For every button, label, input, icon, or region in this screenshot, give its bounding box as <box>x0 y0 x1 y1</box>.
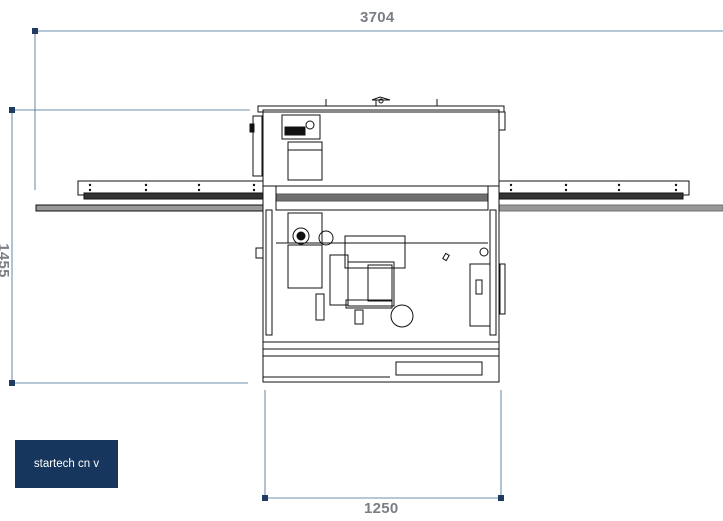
model-badge[interactable]: startech cn v <box>15 440 118 488</box>
dimension-marker <box>9 107 15 113</box>
height-dimension: 1455 <box>0 243 12 278</box>
dimension-lines <box>11 30 723 499</box>
dimension-marker <box>498 495 504 501</box>
right-guard <box>469 263 491 327</box>
machine-outline <box>249 96 506 187</box>
overall-width-dimension: 3704 <box>360 9 395 26</box>
pressure-roller <box>390 304 414 328</box>
left-wing <box>35 180 264 212</box>
lifting-eye <box>371 96 391 101</box>
model-badge-label: startech cn v <box>33 458 100 470</box>
upper-housing <box>262 109 500 187</box>
central-unit <box>344 235 406 269</box>
base-cabinet <box>262 355 500 383</box>
dimension-marker <box>262 495 268 501</box>
control-panel <box>281 114 321 140</box>
body-width-dimension: 1250 <box>364 500 399 517</box>
upper-housing-lid <box>257 105 505 113</box>
right-chain-rail <box>498 204 723 212</box>
motor-circle <box>292 227 310 245</box>
control-box <box>287 141 323 181</box>
dimension-markers <box>9 28 504 501</box>
dimension-marker <box>32 28 38 34</box>
right-wing <box>498 180 723 212</box>
machine-body <box>255 185 506 343</box>
base-label-slot <box>395 361 483 376</box>
dimension-marker <box>9 380 15 386</box>
right-chain-upper <box>498 192 684 200</box>
body-frame <box>262 185 500 343</box>
machine-base <box>262 341 500 383</box>
left-chain-upper <box>83 192 264 200</box>
